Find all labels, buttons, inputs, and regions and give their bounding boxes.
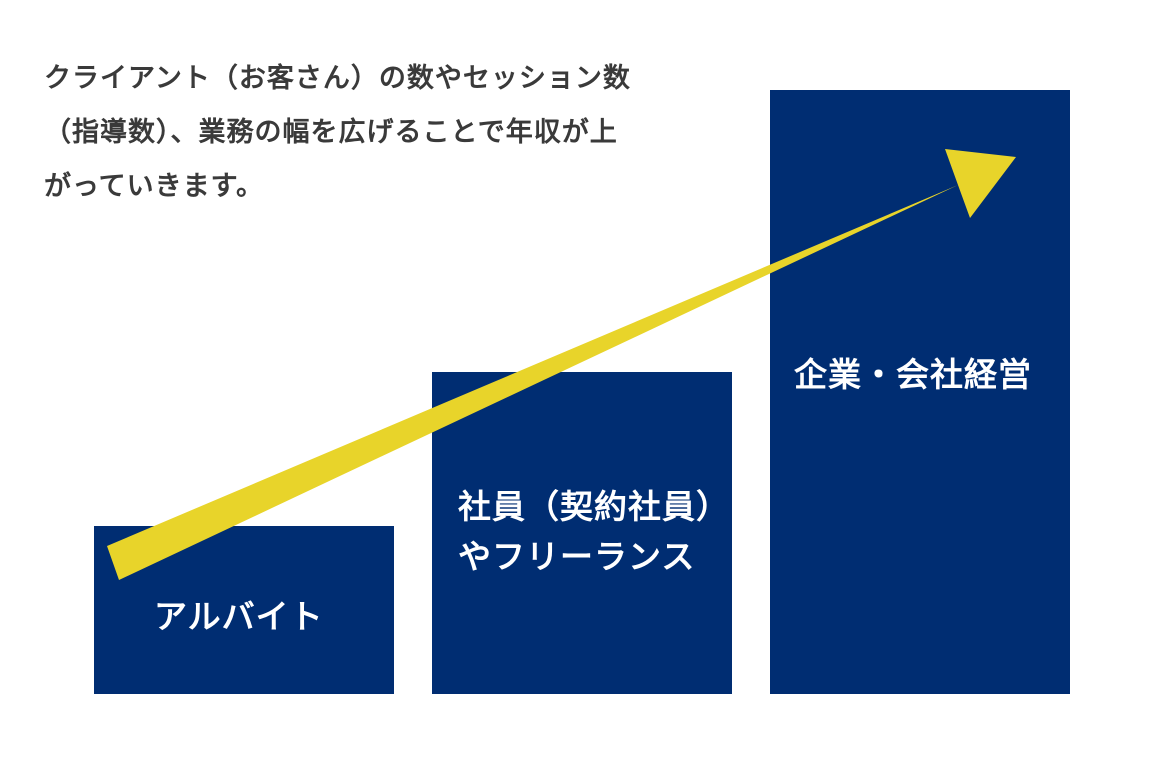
stage-label-part-time: アルバイト: [154, 597, 324, 636]
description-line-1: クライアント（お客さん）の数やセッション数: [44, 63, 631, 94]
stage-label-employee: 社員（契約社員） やフリーランス: [458, 482, 730, 582]
stage-bar-part-time: アルバイト: [94, 526, 394, 694]
description-line-3: がっていきます。: [44, 171, 264, 202]
description-line-2: （指導数）、業務の幅を広げることで年収が上: [44, 117, 618, 148]
stage-label-employee-line-1: 社員（契約社員）: [458, 487, 730, 526]
description-text: クライアント（お客さん）の数やセッション数 （指導数）、業務の幅を広げることで年…: [44, 52, 734, 214]
stage-bar-employee: 社員（契約社員） やフリーランス: [432, 372, 732, 694]
stage-label-business-owner: 企業・会社経営: [794, 355, 1032, 394]
stage-label-employee-line-2: やフリーランス: [458, 537, 696, 576]
stage-bar-business-owner: 企業・会社経営: [770, 90, 1070, 694]
